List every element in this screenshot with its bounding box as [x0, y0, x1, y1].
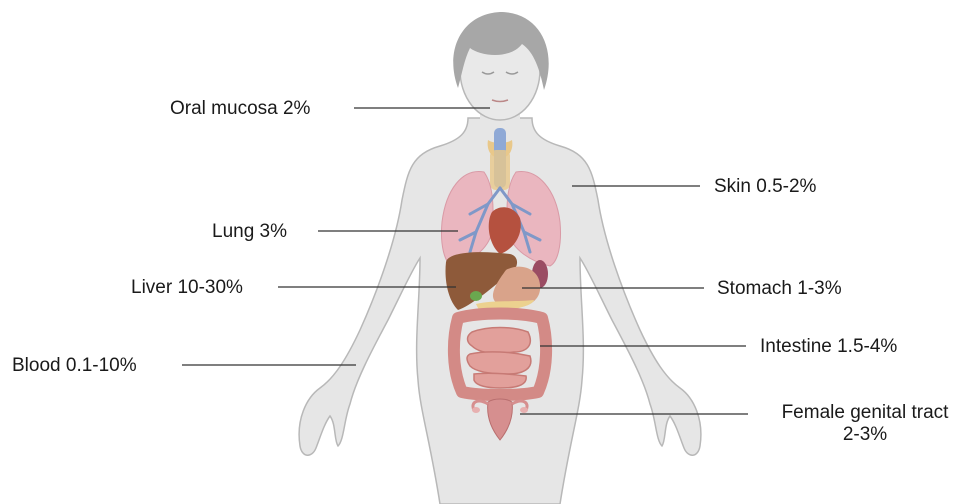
label-female-genital-tract: Female genital tract 2-3% — [760, 402, 970, 446]
label-liver: Liver 10-30% — [131, 277, 243, 299]
ovary-left — [472, 407, 480, 413]
label-intestine: Intestine 1.5-4% — [760, 336, 897, 358]
label-female-genital-line1: Female genital tract — [760, 402, 970, 424]
label-oral-mucosa: Oral mucosa 2% — [170, 98, 310, 120]
label-blood: Blood 0.1-10% — [12, 355, 137, 377]
gallbladder — [470, 291, 482, 301]
esophagus — [490, 150, 510, 190]
label-female-genital-line2: 2-3% — [760, 424, 970, 446]
label-skin: Skin 0.5-2% — [714, 176, 816, 198]
small-intestine — [467, 328, 531, 389]
label-lung: Lung 3% — [212, 221, 287, 243]
label-stomach: Stomach 1-3% — [717, 278, 842, 300]
ovary-right — [520, 407, 528, 413]
